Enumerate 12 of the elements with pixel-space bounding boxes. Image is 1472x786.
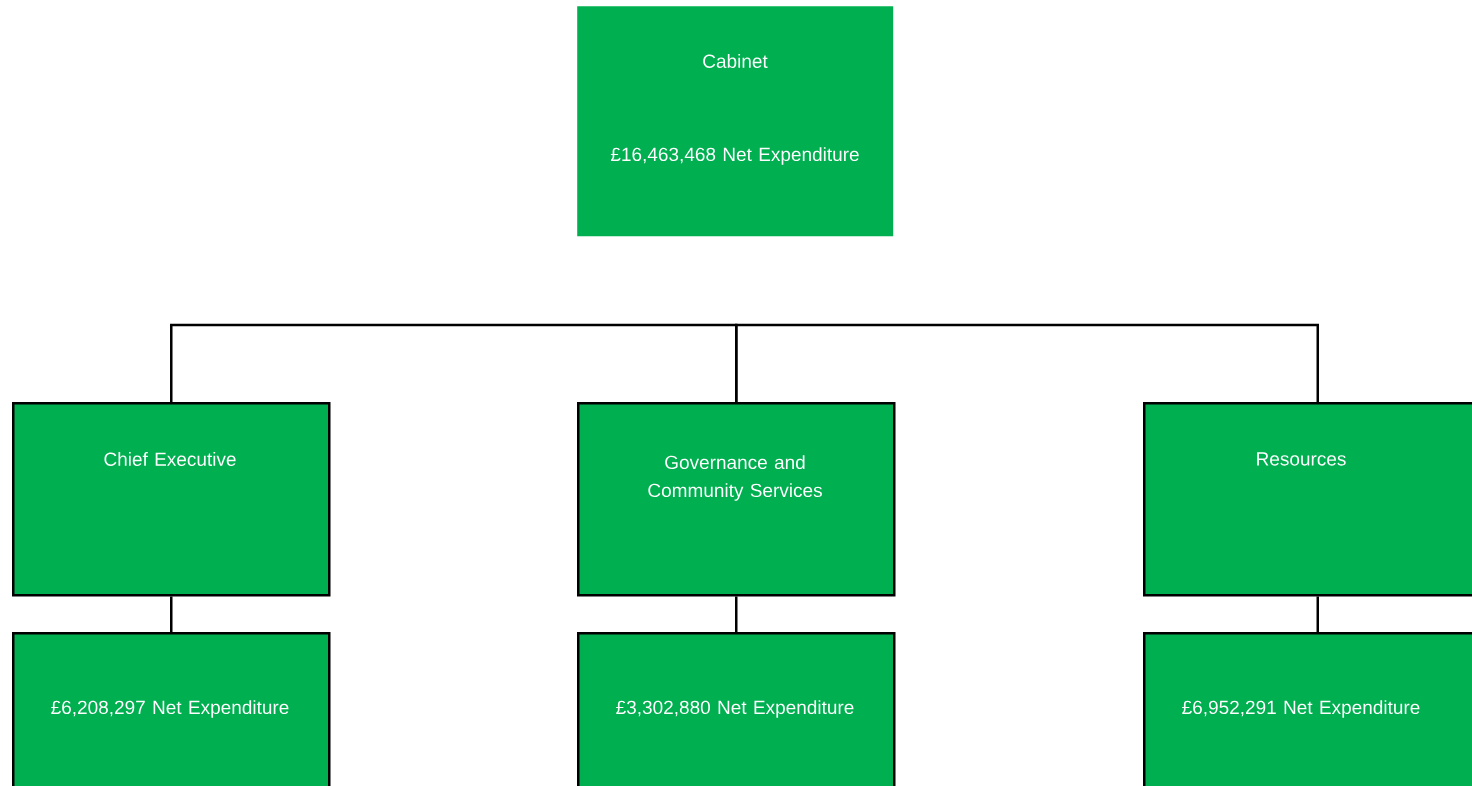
budget-box: £3,302,880 Net Expenditure: [577, 632, 896, 786]
budget-box: Resources: [1143, 402, 1472, 597]
budget-box: Chief Executive: [12, 402, 331, 597]
connector-line: [1316, 596, 1319, 632]
budget-box: Governance and Community Services: [577, 402, 896, 597]
connector-line: [735, 323, 1319, 402]
connector-line: [735, 596, 738, 632]
connector-line: [170, 596, 173, 632]
budget-box: £6,952,291 Net Expenditure: [1143, 632, 1472, 786]
budget-box: Cabinet £16,463,468 Net Expenditure: [577, 6, 894, 237]
budget-box: £6,208,297 Net Expenditure: [12, 632, 331, 786]
connector-line: [170, 323, 738, 402]
